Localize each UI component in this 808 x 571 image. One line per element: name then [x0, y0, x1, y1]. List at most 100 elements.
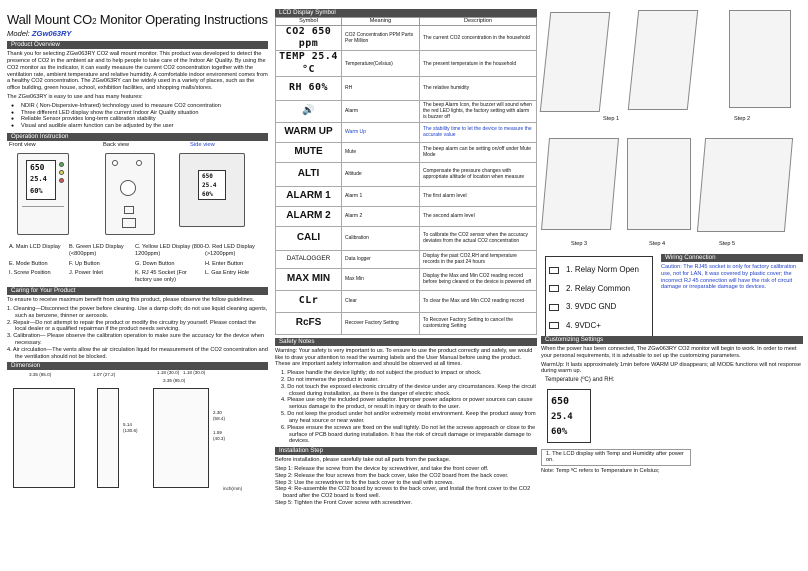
description-cell: To Recover Factory Setting to cancel the…	[419, 311, 537, 335]
safety-item: 2. Do not immerse the product in water.	[281, 377, 379, 383]
custom-lcd-co2: 650	[551, 395, 570, 407]
meaning-cell: Altitude	[341, 161, 420, 187]
terminal-icon	[549, 266, 559, 274]
left-column: Wall Mount CO2 Monitor Operating Instruc…	[7, 0, 268, 495]
symbol-cell: CALI	[275, 225, 342, 251]
feature-item: Reliable Sensor provides long-term calib…	[11, 116, 268, 123]
caring-item: 4. Air circulation—The vents allow the a…	[7, 346, 268, 360]
step1-illustration	[539, 12, 611, 112]
warmup-note: WarmUp: It lasts approximately 1min befo…	[541, 361, 801, 375]
lcd-rh-value: 60%	[30, 187, 43, 196]
symbol-cell: ALTI	[275, 161, 342, 187]
side-view-device: 650 25.4 60%	[179, 153, 245, 228]
part-label: G. Down Button	[135, 260, 175, 267]
description-cell: Display the Max and Min CO2 reading reco…	[419, 267, 537, 291]
side-lcd-co2: 650	[202, 173, 213, 181]
part-label: K. RJ 45 Socket (For factory use only)	[135, 270, 187, 284]
section-heading-dimension: Dimension	[7, 362, 268, 371]
meaning-cell: Data logger	[341, 249, 420, 269]
symbol-cell: ALARM 1	[275, 185, 342, 207]
description-cell: The second alarm level	[419, 205, 537, 227]
meaning-cell: Alarm 2	[341, 205, 420, 227]
back-view-label: Back view	[103, 142, 130, 149]
lcd-co2-value: 650	[30, 163, 45, 173]
terminal-icon	[549, 285, 559, 293]
middle-column: LCD Display Symbol Symbol Meaning Descri…	[275, 9, 537, 507]
dim-label: 1.18 (30.0)	[183, 370, 206, 376]
symbol-cell: DATALOGGER	[275, 249, 342, 269]
part-label: L. Gas Entry Hole	[205, 270, 250, 277]
section-heading-product-overview: Product Overview	[7, 41, 268, 50]
step5-illustration	[696, 138, 794, 232]
table-header-row: Symbol Meaning Description	[275, 17, 537, 26]
installation-step: Step 5: Tighten the Front Cover screw wi…	[275, 500, 413, 506]
model-line: Model: ZGw063RY	[7, 28, 72, 38]
meaning-cell: Mute	[341, 141, 420, 163]
section-heading-customizing: Customizing Settings	[541, 336, 803, 344]
symbol-cell: WARM UP	[275, 121, 342, 143]
description-cell: To clear the Max and Min CO2 reading rec…	[419, 289, 537, 313]
symbol-cell: MAX MIN	[275, 267, 342, 291]
lcd-note-box: 1. The LCD display with Temp and Humidit…	[541, 448, 691, 467]
dim-front-outline	[13, 388, 75, 489]
terminal-label: 3. 9VDC GND	[566, 302, 617, 312]
celsius-note: Note: Temp ºC refers to Temperature in C…	[541, 468, 660, 475]
feature-item: NDIR ( Non-Dispersive-Infrared) technolo…	[11, 103, 268, 110]
feature-list: NDIR ( Non-Dispersive-Infrared) technolo…	[11, 103, 268, 130]
dim-label: 2.30 (58.4)	[213, 410, 226, 422]
section-heading-safety: Safety Notes	[275, 337, 537, 346]
part-label: A. Main LCD Display	[9, 244, 61, 251]
step2-illustration	[729, 10, 791, 108]
column-header: Symbol	[275, 17, 342, 26]
overview-paragraph: Thank you for selecting ZGw063RY CO2 wal…	[7, 51, 268, 92]
part-label: C. Yellow LED Display (800-1200ppm)	[135, 244, 205, 257]
dim-label: 1.59 (40.3)	[213, 430, 226, 442]
device-views-figure: Front view Back view Side view 650 25.4 …	[7, 141, 268, 241]
step4-label: Step 4	[649, 241, 666, 247]
meaning-cell: Calibration	[341, 225, 420, 251]
description-cell: The present temperature in the household	[419, 50, 537, 77]
front-view-device: 650 25.4 60%	[17, 153, 69, 236]
terminal-icon	[549, 322, 559, 330]
front-view-label: Front view	[9, 142, 36, 149]
symbol-cell: TEMP 25.4 °C	[275, 50, 342, 77]
terminal-row: 4. 9VDC+	[549, 321, 649, 331]
symbol-cell: RcFS	[275, 311, 342, 335]
red-led	[59, 178, 64, 184]
side-view-label: Side view	[190, 142, 215, 149]
rj45-socket-icon	[122, 218, 136, 229]
safety-item: 5. Do not keep the product under hot and…	[281, 411, 536, 424]
custom-lcd-rh: 60%	[551, 426, 568, 437]
symbol-cell: CLr	[275, 289, 342, 313]
safety-list: 1. Please handle the device lightly; do …	[281, 370, 537, 445]
installation-step: Step 4: Re-assemble the CO2 board by scr…	[275, 486, 531, 500]
page-title: Wall Mount CO2 Monitor Operating Instruc…	[7, 12, 268, 27]
symbol-cell: MUTE	[275, 141, 342, 163]
section-heading-installation: Installation Step	[275, 447, 537, 456]
installation-step: Step 2: Release the four screws from the…	[275, 472, 509, 479]
part-label: J. Power Inlet	[69, 270, 103, 277]
terminal-icon	[549, 303, 559, 311]
safety-item: 1. Please handle the device lightly; do …	[281, 370, 482, 377]
installation-intro: Before installation, please carefully ta…	[275, 457, 451, 464]
description-cell: The stability time to let the device to …	[419, 121, 537, 143]
dim-side-outline	[97, 388, 119, 489]
back-view-device	[105, 153, 155, 236]
part-label: I. Screw Position	[9, 270, 51, 277]
parts-legend: A. Main LCD Display B. Green LED Display…	[9, 244, 268, 284]
caring-item: 2. Repair—Do not attempt to repair the p…	[7, 319, 257, 333]
custom-lcd-display: 650 25.4 60%	[547, 388, 591, 443]
features-intro: The ZGw063RY is easy to use and has many…	[7, 93, 143, 100]
custom-lcd-temp: 25.4	[551, 411, 573, 422]
dim-label: 3.35 (85.0)	[163, 378, 186, 384]
